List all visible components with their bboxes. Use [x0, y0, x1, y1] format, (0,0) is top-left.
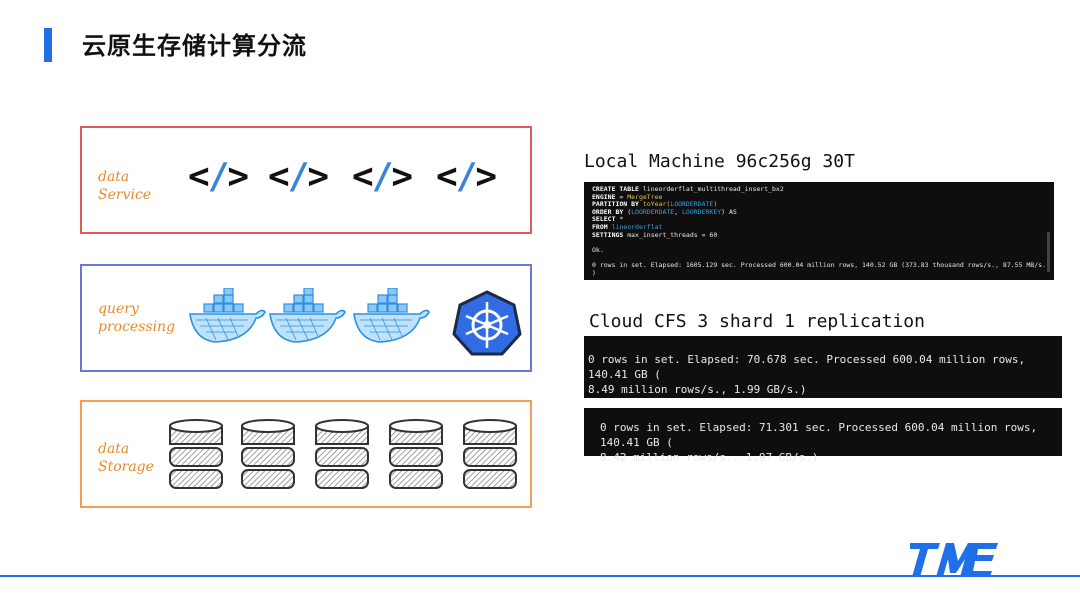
docker-icon	[189, 288, 266, 343]
data-storage-panel: data Storage	[80, 400, 532, 508]
local-terminal-output: CREATE TABLE lineorderflat_multithread_i…	[584, 182, 1054, 280]
database-icon	[169, 419, 223, 489]
cloud-result-1: 0 rows in set. Elapsed: 70.678 sec. Proc…	[584, 336, 1062, 398]
terminal-scrollbar[interactable]	[1047, 232, 1050, 272]
cloud-cfs-heading: Cloud CFS 3 shard 1 replication	[589, 311, 925, 332]
code-icon: </>	[436, 156, 497, 197]
database-icon	[241, 419, 295, 489]
database-icon	[389, 419, 443, 489]
title-accent-bar	[44, 28, 52, 62]
page-title: 云原生存储计算分流	[82, 32, 307, 60]
query-processing-panel: query processing	[80, 264, 532, 372]
local-machine-heading: Local Machine 96c256g 30T	[584, 151, 855, 172]
data-service-label: data Service	[98, 169, 152, 203]
cloud-result-2: 0 rows in set. Elapsed: 71.301 sec. Proc…	[584, 408, 1062, 464]
code-icon: </>	[352, 156, 413, 197]
query-processing-label: query processing	[98, 301, 176, 335]
docker-icon	[353, 288, 430, 343]
docker-icon	[269, 288, 346, 343]
data-storage-label: data Storage	[98, 441, 154, 475]
code-icon: </>	[268, 156, 329, 197]
tme-logo	[910, 543, 998, 577]
kubernetes-icon	[452, 290, 522, 356]
footer-divider	[0, 575, 1080, 577]
database-icon	[463, 419, 517, 489]
data-service-panel: data Service </> </> </> </>	[80, 126, 532, 234]
database-icon	[315, 419, 369, 489]
code-icon: </>	[188, 156, 249, 197]
